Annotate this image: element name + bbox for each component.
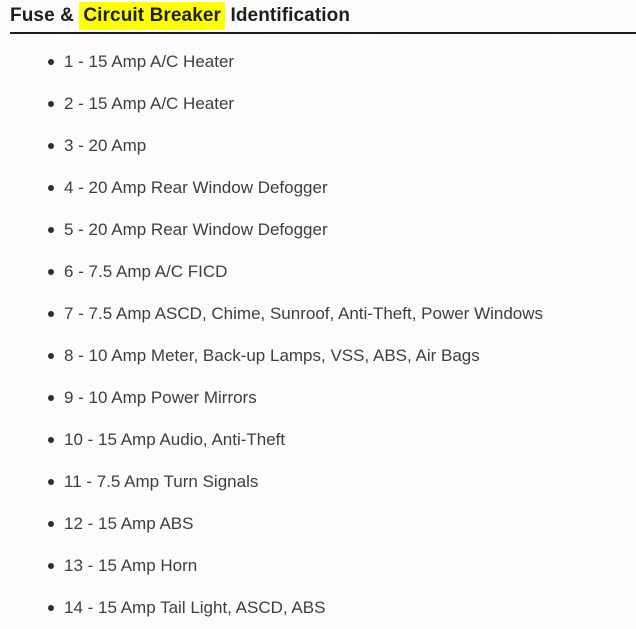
fuse-list: 1 - 15 Amp A/C Heater 2 - 15 Amp A/C Hea… (0, 53, 636, 617)
list-item: 4 - 20 Amp Rear Window Defogger (0, 179, 636, 197)
list-item: 11 - 7.5 Amp Turn Signals (0, 473, 636, 491)
title-prefix: Fuse & (10, 5, 80, 26)
list-item: 1 - 15 Amp A/C Heater (0, 53, 636, 71)
list-item: 3 - 20 Amp (0, 137, 636, 155)
list-item: 13 - 15 Amp Horn (0, 557, 636, 575)
list-item: 6 - 7.5 Amp A/C FICD (0, 263, 636, 281)
heading-divider (10, 32, 636, 34)
list-item: 14 - 15 Amp Tail Light, ASCD, ABS (0, 599, 636, 617)
title-suffix: Identification (225, 5, 351, 26)
list-item: 5 - 20 Amp Rear Window Defogger (0, 221, 636, 239)
page-title: Fuse & Circuit Breaker Identification (10, 2, 636, 30)
list-item: 8 - 10 Amp Meter, Back-up Lamps, VSS, AB… (0, 347, 636, 365)
list-item: 9 - 10 Amp Power Mirrors (0, 389, 636, 407)
list-item: 12 - 15 Amp ABS (0, 515, 636, 533)
highlighted-text: Circuit Breaker (79, 2, 226, 30)
list-item: 7 - 7.5 Amp ASCD, Chime, Sunroof, Anti-T… (0, 305, 636, 323)
list-item: 2 - 15 Amp A/C Heater (0, 95, 636, 113)
page-header: Fuse & Circuit Breaker Identification (0, 0, 636, 30)
list-item: 10 - 15 Amp Audio, Anti-Theft (0, 431, 636, 449)
